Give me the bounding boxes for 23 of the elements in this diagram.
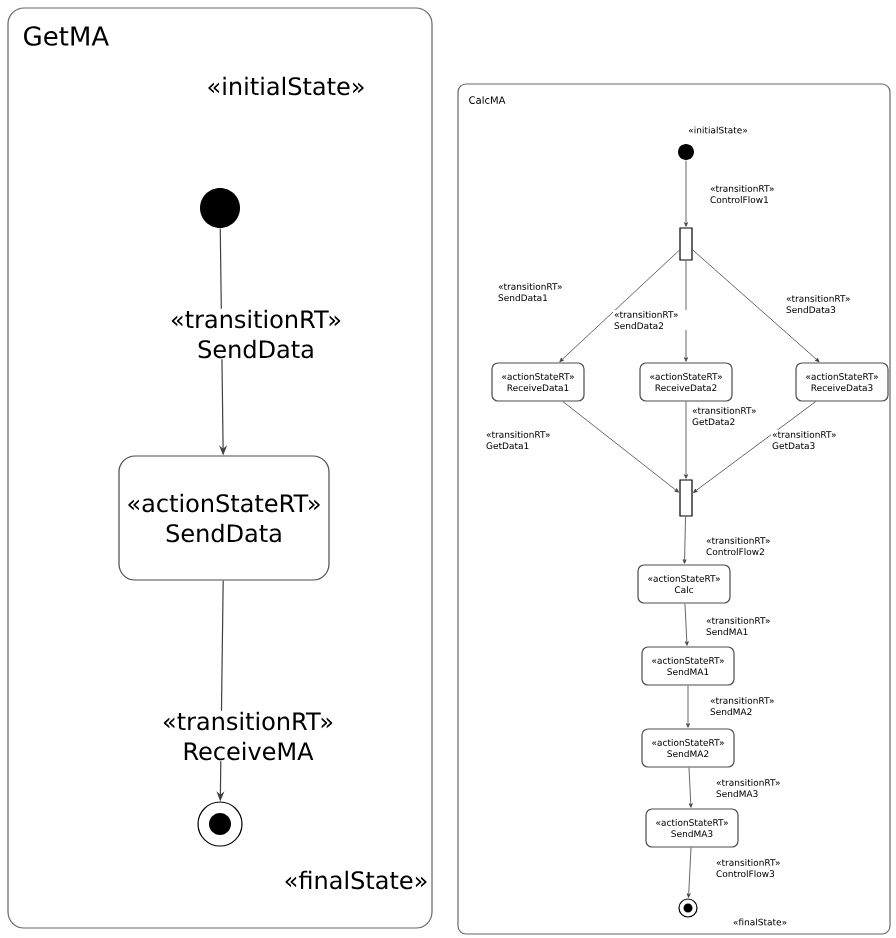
fork-bar	[679, 479, 693, 517]
arrow	[688, 767, 693, 808]
arrow	[693, 401, 817, 493]
action-state-box: «actionStateRT» SendData	[118, 455, 330, 581]
frame	[7, 7, 433, 929]
initial-state-dot	[200, 188, 240, 228]
arrow	[684, 401, 688, 479]
final-state-symbol	[678, 898, 698, 918]
edge-label: «transitionRT» ReceiveMA	[147, 710, 349, 762]
initial-state-dot	[678, 144, 694, 160]
arrow	[692, 249, 820, 363]
frame	[457, 83, 891, 935]
arrow	[559, 249, 680, 363]
arrow	[684, 603, 689, 646]
arrow	[686, 685, 690, 728]
final-state-symbol	[197, 801, 243, 847]
fork-bar	[679, 227, 693, 261]
arrow	[686, 847, 692, 898]
edge-label: «transitionRT» SendData	[155, 308, 357, 360]
frame-title: GetMA	[24, 26, 109, 46]
arrow	[682, 516, 687, 564]
arrow	[684, 160, 688, 227]
arrow	[562, 401, 679, 493]
